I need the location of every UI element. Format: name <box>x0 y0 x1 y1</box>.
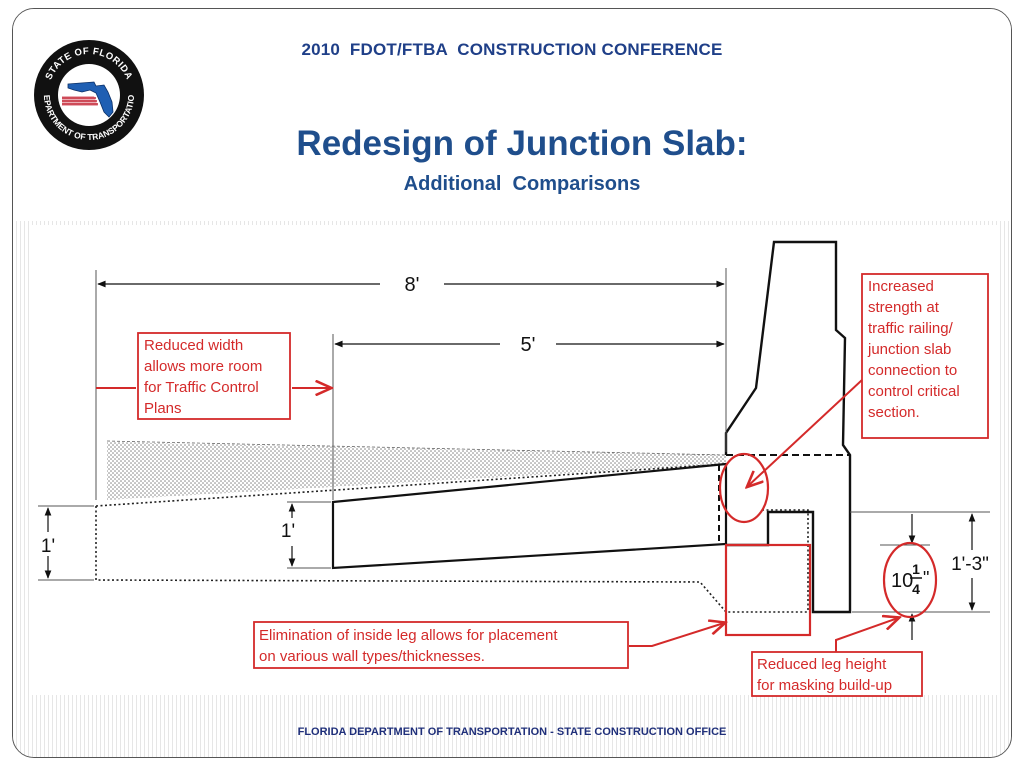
leg-height-marker <box>882 541 938 619</box>
svg-text:Elimination of inside leg allo: Elimination of inside leg allows for pla… <box>259 627 562 665</box>
dimension-1ft-3in <box>850 511 990 613</box>
dim-label-5ft: 5' <box>521 334 536 356</box>
callout-elimination-line2: on various wall types/thicknesses. <box>259 648 485 665</box>
page-subtitle: Additional Comparisons <box>403 173 641 195</box>
callout-reduced-leg <box>751 651 923 697</box>
dim-label-leg-whole: 10 <box>891 570 913 592</box>
callout-reduced-width-line1: Reduced width <box>144 337 243 354</box>
dim-label-leg-inch: " <box>923 568 929 588</box>
header-band <box>13 9 1011 221</box>
svg-text:Reduced leg height for mas: Reduced leg height for masking build-up <box>757 656 892 694</box>
footer-text: FLORIDA DEPARTMENT OF TRANSPORTATION - S… <box>297 726 727 738</box>
masking-build-up <box>107 442 726 500</box>
dimension-1ft-left <box>38 505 94 581</box>
svg-text:Increased strength at: Increased strength at traffic railing/ j… <box>867 278 964 421</box>
dimension-8ft <box>95 268 727 500</box>
footer-band <box>13 705 1011 757</box>
new-slab-leg <box>724 543 812 637</box>
dim-label-leg-denominator: 4 <box>912 581 920 597</box>
original-junction-slab <box>95 463 809 613</box>
dim-label-leg-numerator: 1 <box>912 561 920 577</box>
critical-section-marker <box>718 452 770 524</box>
callout-strength-line3: traffic railing/ <box>868 320 954 337</box>
callout-reduced-width-line3: for Traffic Control <box>144 379 259 396</box>
callout-reduced-leg-line1: Reduced leg height <box>757 656 887 673</box>
callout-strength-line6: control critical <box>868 383 960 400</box>
dim-label-8ft: 8' <box>405 274 420 296</box>
callout-strength-line7: section. <box>868 404 920 421</box>
callout-strength-line2: strength at <box>868 299 940 316</box>
dimension-5ft <box>332 334 725 500</box>
callout-elimination-line1: Elimination of inside leg allows for pla… <box>259 627 558 644</box>
svg-text:Reduced width allows more: Reduced width allows more room for Traff… <box>144 337 267 417</box>
page-title: Redesign of Junction Slab: <box>296 124 748 163</box>
callout-elimination <box>253 621 629 669</box>
callout-increased-strength <box>861 273 989 439</box>
conference-title: 2010 FDOT/FTBA CONSTRUCTION CONFERENCE <box>301 40 723 59</box>
callout-strength-line4: junction slab <box>867 341 951 358</box>
dim-label-1ft-left: 1' <box>41 536 55 557</box>
dim-label-1ft-3in: 1'-3" <box>951 554 989 575</box>
callout-strength-line5: connection to <box>868 362 957 379</box>
callout-strength-line1: Increased <box>868 278 934 295</box>
dimension-1ft-mid <box>287 501 331 569</box>
fdot-seal-logo: STATE OF FLORIDA DEPARTMENT OF TRANSPORT… <box>32 38 144 150</box>
callout-reduced-width-line4: Plans <box>144 400 182 417</box>
dim-label-1ft-mid: 1' <box>281 521 295 542</box>
callout-reduced-leg-line2: for masking build-up <box>757 677 892 694</box>
callout-reduced-width <box>137 332 291 420</box>
callout-reduced-width-line2: allows more room <box>144 358 262 375</box>
traffic-railing <box>724 240 852 614</box>
